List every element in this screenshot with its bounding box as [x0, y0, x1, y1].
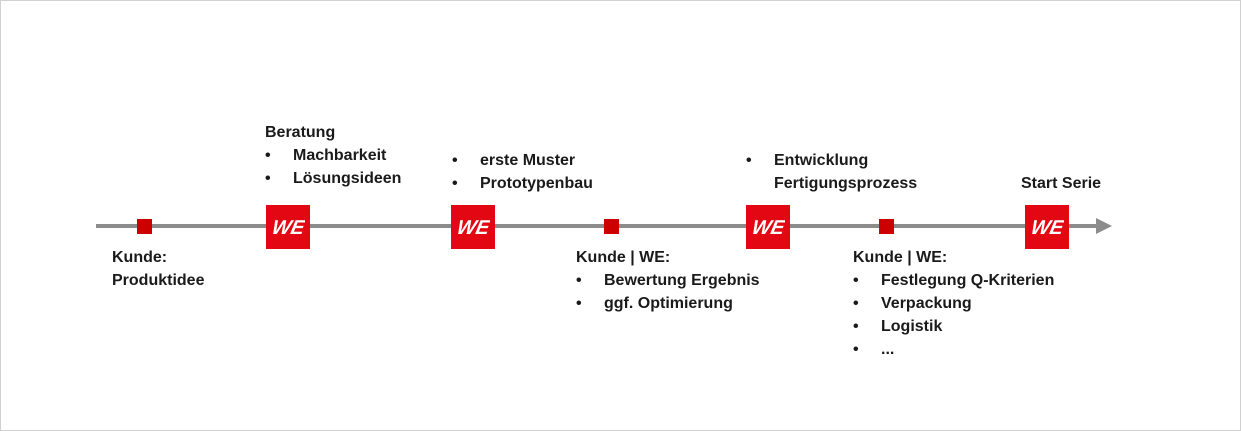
bullet-item: •Entwicklung: [746, 149, 917, 172]
bullet-item: •Prototypenbau: [452, 172, 593, 195]
bullet-icon: •: [576, 295, 582, 312]
bullet-icon: •: [452, 175, 458, 192]
bullet-item: •Logistik: [853, 315, 1054, 338]
bullet-item: •Machbarkeit: [265, 144, 401, 167]
svg-text:WE: WE: [456, 217, 490, 239]
bullet-icon: •: [746, 152, 752, 169]
bullet-item: •...: [853, 338, 1054, 361]
label-festlegung: Kunde | WE: •Festlegung Q-Kriterien •Ver…: [853, 246, 1054, 361]
bullet-item: •Bewertung Ergebnis: [576, 269, 760, 292]
label-heading: Start Serie: [1021, 175, 1102, 192]
bullet-icon: •: [853, 318, 859, 335]
bullet-icon: •: [265, 170, 271, 187]
milestone-marker-bewertung: [604, 219, 619, 234]
label-line: Kunde:: [112, 249, 168, 266]
svg-text:WE: WE: [751, 217, 785, 239]
label-start-serie: Start Serie: [1021, 172, 1101, 195]
label-produktidee: Kunde: Produktidee: [112, 246, 204, 292]
bullet-icon: •: [265, 147, 271, 164]
bullet-item: •ggf. Optimierung: [576, 292, 760, 315]
bullet-item: •Lösungsideen: [265, 167, 401, 190]
bullet-icon: •: [853, 295, 859, 312]
we-logo-icon: WE: [451, 205, 495, 249]
label-muster: •erste Muster •Prototypenbau: [452, 149, 593, 195]
milestone-marker-produktidee: [137, 219, 152, 234]
label-bewertung: Kunde | WE: •Bewertung Ergebnis •ggf. Op…: [576, 246, 760, 315]
bullet-icon: •: [853, 341, 859, 358]
label-heading: Beratung: [265, 124, 336, 141]
label-heading: Kunde | WE:: [576, 249, 671, 266]
we-logo-icon: WE: [746, 205, 790, 249]
svg-text:WE: WE: [271, 217, 305, 239]
svg-text:WE: WE: [1030, 217, 1064, 239]
label-entwicklung: •Entwicklung Fertigungsprozess: [746, 149, 917, 195]
label-heading: Kunde | WE:: [853, 249, 948, 266]
bullet-item: •erste Muster: [452, 149, 593, 172]
bullet-item: •Festlegung Q-Kriterien: [853, 269, 1054, 292]
bullet-icon: •: [576, 272, 582, 289]
label-beratung: Beratung •Machbarkeit •Lösungsideen: [265, 121, 401, 190]
milestone-marker-festlegung: [879, 219, 894, 234]
we-logo-icon: WE: [266, 205, 310, 249]
bullet-continuation: Fertigungsprozess: [774, 175, 918, 192]
timeline-line: [96, 224, 1098, 228]
timeline-arrow-head: [1096, 218, 1112, 234]
label-line: Produktidee: [112, 272, 205, 289]
bullet-icon: •: [452, 152, 458, 169]
we-logo-icon: WE: [1025, 205, 1069, 249]
bullet-item: •Verpackung: [853, 292, 1054, 315]
bullet-icon: •: [853, 272, 859, 289]
